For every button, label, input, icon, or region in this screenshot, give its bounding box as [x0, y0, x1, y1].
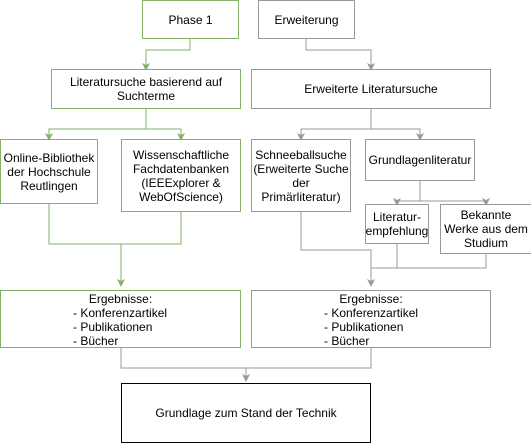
edge-phase1-literatursuche	[142, 39, 191, 71]
ergebnisse-left-list: - Konferenzartikel - Publikationen - Büc…	[1, 306, 240, 348]
edge-grundlagen-empfehlung	[393, 181, 421, 206]
list-item: - Bücher	[73, 334, 119, 348]
edge-literatursuche-online	[45, 109, 147, 141]
edge-ergebnisse-right-grundlage	[246, 348, 372, 369]
edge-grundlagen-bekannte	[420, 198, 490, 206]
node-erweiterung: Erweiterung	[258, 0, 355, 39]
ergebnisse-left-title: Ergebnisse:	[88, 292, 153, 306]
node-online-bibliothek: Online-Bibliothek der Hochschule Reutlin…	[0, 139, 98, 204]
node-fachdatenbanken: Wissenschaftliche Fachdatenbanken (IEEEx…	[121, 139, 241, 212]
edge-fachdb-ergebnisse	[117, 212, 182, 287]
edge-bekannte-ergebnisse	[371, 254, 487, 269]
list-item: - Publikationen	[73, 320, 153, 334]
edge-erweiterte-schneeball	[297, 109, 372, 141]
node-phase1: Phase 1	[142, 0, 239, 39]
node-literatursuche: Literatursuche basierend auf Suchterme	[51, 69, 241, 109]
list-item: - Bücher	[324, 334, 370, 348]
edge-online-ergebnisse	[48, 204, 121, 245]
edge-erweiterung-erweiterte	[305, 39, 375, 71]
list-item: - Publikationen	[324, 320, 404, 334]
node-grundlagenliteratur: Grundlagenliteratur	[365, 139, 475, 181]
edge-ergebnisse-left-grundlage	[120, 348, 250, 382]
edge-empfehlung-ergebnisse	[371, 244, 398, 269]
node-erweiterte-literatursuche: Erweiterte Literatursuche	[251, 69, 491, 109]
edge-schneeball-ergebnisse	[300, 212, 375, 287]
node-schneeballsuche: Schneeballsuche (Erweiterte Suche der Pr…	[251, 139, 351, 212]
node-literaturempfehlung: Literatur- empfehlung	[365, 204, 429, 244]
ergebnisse-right-title: Ergebnisse:	[339, 292, 403, 306]
edge-erweiterte-grundlagen	[371, 128, 424, 141]
node-ergebnisse-left: Ergebnisse: - Konferenzartikel - Publika…	[0, 290, 241, 348]
list-item: - Konferenzartikel	[324, 306, 419, 320]
node-bekannte-werke: Bekannte Werke aus dem Studium	[440, 204, 531, 254]
node-grundlage: Grundlage zum Stand der Technik	[121, 383, 371, 443]
node-ergebnisse-right: Ergebnisse: - Konferenzartikel - Publika…	[251, 290, 491, 348]
list-item: - Konferenzartikel	[73, 306, 168, 320]
ergebnisse-right-list: - Konferenzartikel - Publikationen - Büc…	[252, 306, 490, 348]
edge-literatursuche-fachdb	[146, 128, 185, 141]
